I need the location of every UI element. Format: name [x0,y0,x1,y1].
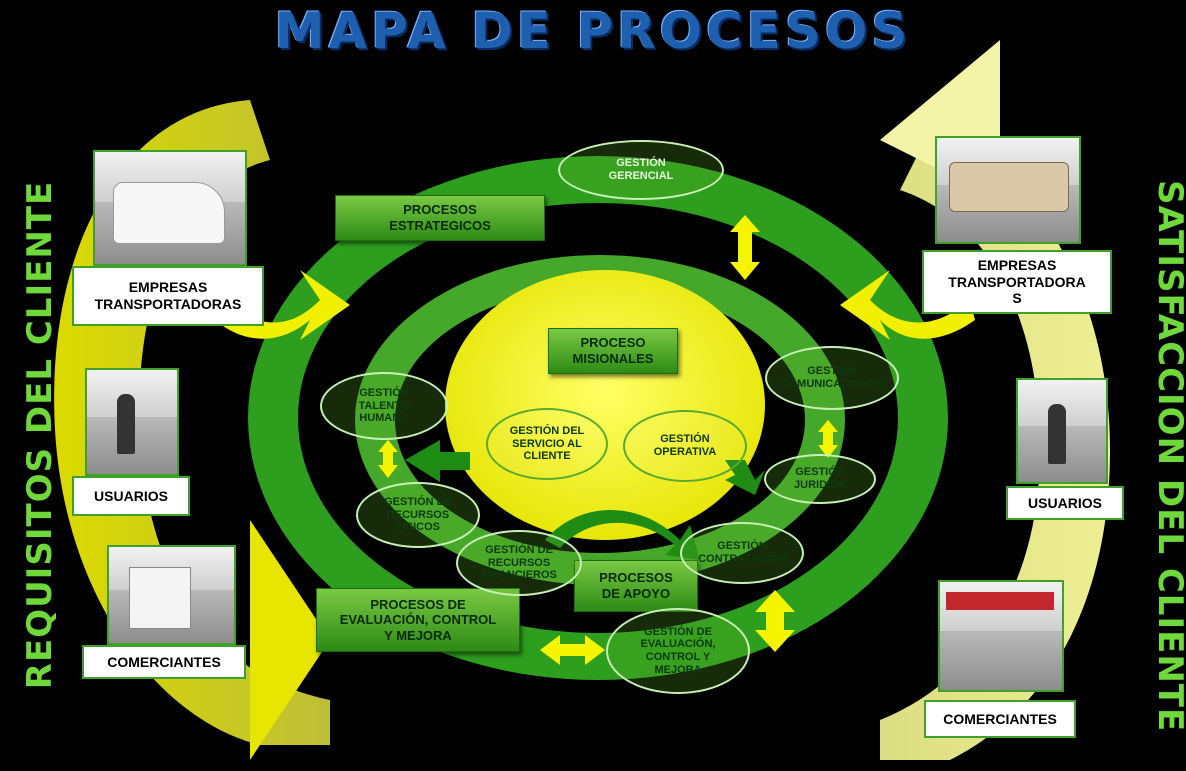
right-photo-usuarios [1016,378,1108,484]
left-vertical-label: REQUISITOS DEL CLIENTE [20,180,60,690]
gestion-gerencial-ellipse: GESTIÓN GERENCIAL [558,140,724,200]
left-arrow-head [250,520,330,760]
diagram-title: MAPA DE PROCESOS [274,2,912,60]
gestion-servicio-ellipse: GESTIÓN DEL SERVICIO AL CLIENTE [486,408,608,480]
right-client-comerciantes: COMERCIANTES [924,700,1076,738]
apoyo-curved-arrow [545,510,700,560]
left-photo-comerciantes [107,545,236,645]
gestion-evaluacion-ellipse: GESTIÓN DE EVALUACIÓN, CONTROL Y MEJORA [606,608,750,694]
gestion-juridica-ellipse: GESTIÓN JURIDICA [764,454,876,504]
right-client-empresas: EMPRESAS TRANSPORTADORA S [922,250,1112,314]
proceso-misionales-box: PROCESO MISIONALES [548,328,678,374]
procesos-estrategicos-box: PROCESOS ESTRATEGICOS [335,195,545,241]
right-green-arrow [725,460,765,495]
gerencial-double-arrow [730,215,760,280]
gestion-operativa-ellipse: GESTIÓN OPERATIVA [623,410,747,482]
talento-double-arrow [378,440,398,478]
central-yellow-circle [445,270,765,540]
evaluacion-double-arrow [755,590,795,652]
procesos-apoyo-box: PROCESOS DE APOYO [574,560,698,612]
right-photo-comerciantes [938,580,1064,692]
procesos-evaluacion-box: PROCESOS DE EVALUACIÓN, CONTROL Y MEJORA [316,588,520,652]
gestion-recursos-financieros-ellipse: GESTIÓN DE RECURSOS FINANCIEROS [456,530,582,596]
left-client-usuarios: USUARIOS [72,476,190,516]
gestion-contratacion-ellipse: GESTIÓN CONTRATACIÓN [680,522,804,584]
comunicaciones-double-arrow [818,420,838,458]
gestion-talento-ellipse: GESTIÓN TALENTO HUMANO [320,372,448,440]
left-client-comerciantes: COMERCIANTES [82,645,246,679]
left-photo-usuarios [85,368,179,476]
gestion-recursos-fisicos-ellipse: GESTIÓN DE RECURSOS FÍSICOS [356,482,480,548]
right-client-usuarios: USUARIOS [1006,486,1124,520]
left-green-arrow [405,440,470,482]
left-client-empresas: EMPRESAS TRANSPORTADORAS [72,266,264,326]
right-vertical-label: SATISFACCIÓN DEL CLIENTE [1150,180,1186,733]
evaluacion-horizontal-arrow [540,635,605,665]
gestion-comunicaciones-ellipse: GESTIÓN COMUNICACIONES [765,346,899,410]
right-in-arrow [840,270,975,340]
left-photo-van [93,150,247,266]
right-photo-bus [935,136,1081,244]
